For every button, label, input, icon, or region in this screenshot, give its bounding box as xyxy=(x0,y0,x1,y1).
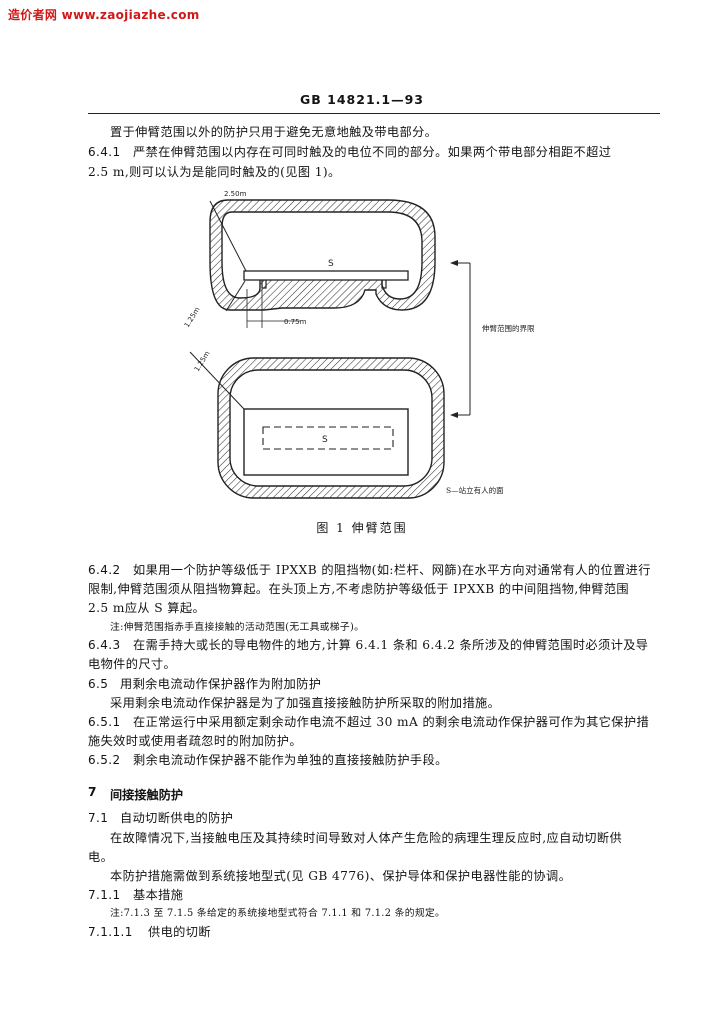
bottom-standing-surface xyxy=(262,426,394,450)
standard-number: GB 14821.1—93 xyxy=(300,92,424,107)
arm-reach-figure: 2.50m S 1.25m 0.75m 伸臂范围的界限 S 1.25m S—站立… xyxy=(183,190,535,499)
dim-line-125-a xyxy=(225,280,246,312)
clause-6-4-1-line1: 严禁在伸臂范围以内存在可同时触及的电位不同的部分。如果两个带电部分相距不超过 xyxy=(133,145,612,159)
clause-6-5-1-number: 6.5.1 xyxy=(88,715,121,729)
clause-7-1-1-title: 基本措施 xyxy=(133,888,184,902)
dim-line-125-b xyxy=(189,351,245,410)
clause-7-1-1-1-number: 7.1.1.1 xyxy=(88,925,133,939)
section-7-number: 7 xyxy=(88,785,97,799)
section-7-title: 间接接触防护 xyxy=(110,788,184,802)
clause-7-1-para2: 本防护措施需做到系统接地型式(见 GB 4776)、保护导体和保护电器性能的协调… xyxy=(110,869,572,883)
clause-6-5-title: 用剩余电流动作保护器作为附加防护 xyxy=(120,677,322,691)
label-250: 2.50m xyxy=(224,190,247,198)
clause-7-1-1-number: 7.1.1 xyxy=(88,888,121,902)
figure-caption: 图 1 伸臂范围 xyxy=(316,521,408,535)
clause-6-5-2-number: 6.5.2 xyxy=(88,753,121,767)
clause-6-4-2-line2: 限制,伸臂范围须从阻挡物算起。在头顶上方,不考虑防护等级低于 IPXXB 的中间… xyxy=(88,582,630,596)
clause-6-4-2-line1: 如果用一个防护等级低于 IPXXB 的阻挡物(如:栏杆、网篩)在水平方向对通常有… xyxy=(133,563,651,577)
label-arm-reach: 伸臂范围的界限 xyxy=(482,323,535,333)
clause-6-4-3-number: 6.4.3 xyxy=(88,638,121,652)
clause-6-4-2-number: 6.4.2 xyxy=(88,563,121,577)
note-system-types: 注:7.1.3 至 7.1.5 条给定的系统接地型式符合 7.1.1 和 7.1… xyxy=(110,908,446,919)
label-075: 0.75m xyxy=(284,318,307,326)
clause-6-5-1-line1: 在正常运行中采用额定剩余动作电流不超过 30 mA 的剩余电流动作保护器可作为其… xyxy=(133,715,650,729)
top-standing-surface xyxy=(243,270,409,281)
clause-7-1-number: 7.1 xyxy=(88,811,109,825)
label-125-b: 1.25m xyxy=(193,350,212,373)
label-s-bottom: S xyxy=(322,435,328,445)
clause-7-1-para1-line1: 在故障情况下,当接触电压及其持续时间导致对人体产生危险的病理生理反应时,应自动切… xyxy=(110,831,623,845)
note-arm-reach: 注:伸臂范围指赤手直接接触的活动范围(无工具或梯子)。 xyxy=(110,622,365,633)
clause-6-4-3-line2: 电物件的尺寸。 xyxy=(88,657,177,671)
label-s-top: S xyxy=(328,259,334,269)
paragraph-intro: 置于伸臂范围以外的防护只用于避免无意地触及带电部分。 xyxy=(110,125,438,139)
clause-6-4-3-line1: 在需手持大或长的导电物件的地方,计算 6.4.1 条和 6.4.2 条所涉及的伸… xyxy=(133,638,649,652)
label-s-legend: S—站立有人的面 xyxy=(446,485,504,495)
clause-6-5-2-line1: 剩余电流动作保护器不能作为单独的直接接触防护手段。 xyxy=(133,753,448,767)
header-rule xyxy=(88,113,660,114)
top-step-profile xyxy=(261,280,387,289)
clause-6-4-2-line3: 2.5 m应从 S 算起。 xyxy=(88,601,206,615)
clause-6-5-1-line2: 施失效时或使用者疏忽时的附加防护。 xyxy=(88,734,302,748)
label-125-a: 1.25m xyxy=(183,306,202,329)
clause-6-4-1-line2: 2.5 m,则可以认为是能同时触及的(见图 1)。 xyxy=(88,165,341,179)
site-watermark: 造价者网 www.zaojiazhe.com xyxy=(8,8,200,22)
clause-6-4-1-number: 6.4.1 xyxy=(88,145,121,159)
clause-7-1-1-1-title: 供电的切断 xyxy=(148,925,211,939)
clause-7-1-title: 自动切断供电的防护 xyxy=(120,811,234,825)
clause-7-1-para1-line2: 电。 xyxy=(88,850,114,864)
bottom-platform xyxy=(243,408,409,476)
clause-6-5-number: 6.5 xyxy=(88,677,109,691)
clause-6-5-paragraph: 采用剩余电流动作保护器是为了加强直接接触防护所采取的附加措施。 xyxy=(110,696,501,710)
dim-line-250 xyxy=(209,200,247,272)
